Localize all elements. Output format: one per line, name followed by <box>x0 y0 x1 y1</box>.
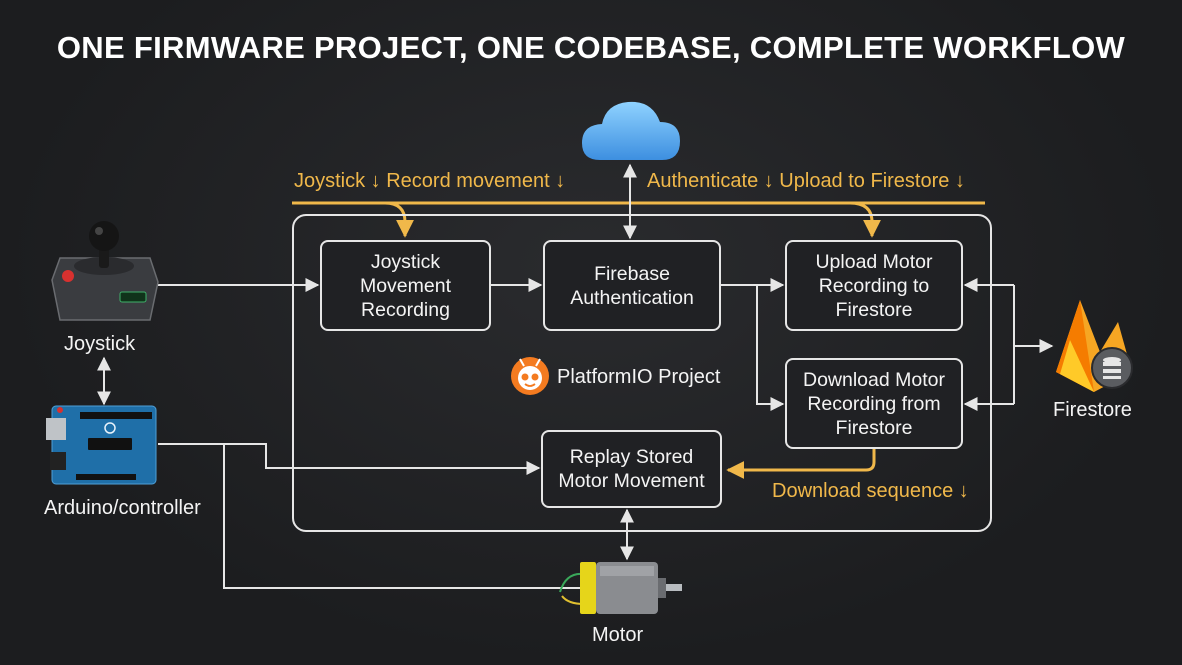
project-frame <box>292 214 992 532</box>
arduino-to-motor <box>223 444 580 589</box>
yellow-arrow-to-upload <box>849 201 881 238</box>
box-download: Download Motor Recording from Firestore <box>785 358 963 449</box>
label-platformio-project: PlatformIO Project <box>557 366 721 388</box>
label-record-flow: Joystick ↓ Record movement ↓ <box>294 170 566 192</box>
joystick-icon <box>51 221 159 321</box>
arduino-to-replay <box>158 443 541 475</box>
yellow-arrow-to-recording <box>384 201 414 238</box>
label-motor: Motor <box>592 624 644 646</box>
box-replay: Replay Stored Motor Movement <box>541 430 722 508</box>
label-download-sequence: Download sequence ↓ <box>772 480 969 502</box>
auth-to-download <box>756 285 785 411</box>
label-joystick: Joystick <box>64 333 136 355</box>
firestore-icon <box>1056 300 1133 392</box>
motor-icon <box>559 562 682 614</box>
yellow-download-sequence <box>726 448 876 479</box>
label-arduino: Arduino/controller <box>44 497 201 519</box>
arduino-icon <box>46 405 157 485</box>
cloud-icon <box>582 101 680 160</box>
page-title: ONE FIRMWARE PROJECT, ONE CODEBASE, COMP… <box>56 30 1126 65</box>
label-firestore: Firestore <box>1053 399 1132 421</box>
box-joystick-recording: Joystick Movement Recording <box>320 240 491 331</box>
platformio-icon <box>511 357 549 395</box>
label-upload-flow: Authenticate ↓ Upload to Firestore ↓ <box>647 170 965 192</box>
box-upload: Upload Motor Recording to Firestore <box>785 240 963 331</box>
box-firebase-auth: Firebase Authentication <box>543 240 721 331</box>
